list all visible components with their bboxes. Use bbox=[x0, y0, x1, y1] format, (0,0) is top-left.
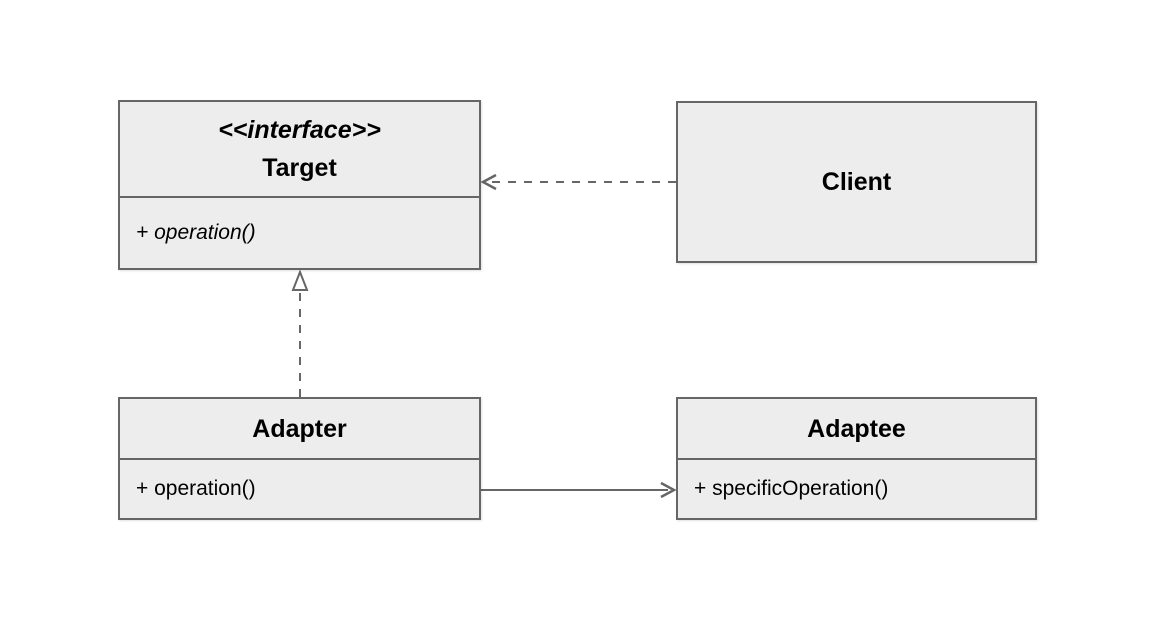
client-header: Client bbox=[678, 103, 1035, 261]
adaptee-member-specific-operation: + specificOperation() bbox=[694, 477, 889, 500]
client-class-name: Client bbox=[821, 168, 892, 196]
hollow-triangle-arrowhead-icon bbox=[291, 269, 309, 291]
adapter-adaptee-association-arrow bbox=[481, 481, 677, 499]
class-box-adaptee: Adaptee + specificOperation() bbox=[676, 397, 1037, 520]
adapter-class-name: Adapter bbox=[252, 414, 347, 443]
target-class-name: Target bbox=[262, 154, 337, 182]
adapter-members: + operation() bbox=[120, 460, 479, 518]
adaptee-members: + specificOperation() bbox=[678, 460, 1035, 518]
class-box-adapter: Adapter + operation() bbox=[118, 397, 481, 520]
target-member-operation: + operation() bbox=[136, 221, 256, 244]
target-header: <<interface>> Target bbox=[120, 102, 479, 198]
adaptee-class-name: Adaptee bbox=[807, 414, 906, 443]
adapter-member-operation: + operation() bbox=[136, 477, 256, 500]
adapter-header: Adapter bbox=[120, 399, 479, 460]
target-stereotype: <<interface>> bbox=[218, 116, 381, 144]
target-members: + operation() bbox=[120, 198, 479, 268]
class-box-client: Client bbox=[676, 101, 1037, 263]
client-target-dependency-arrow bbox=[480, 173, 676, 191]
adapter-target-realization-arrow bbox=[291, 269, 309, 397]
open-arrowhead-right-icon bbox=[660, 481, 677, 499]
class-box-target: <<interface>> Target + operation() bbox=[118, 100, 481, 270]
adaptee-header: Adaptee bbox=[678, 399, 1035, 460]
open-arrowhead-left-icon bbox=[480, 173, 497, 191]
